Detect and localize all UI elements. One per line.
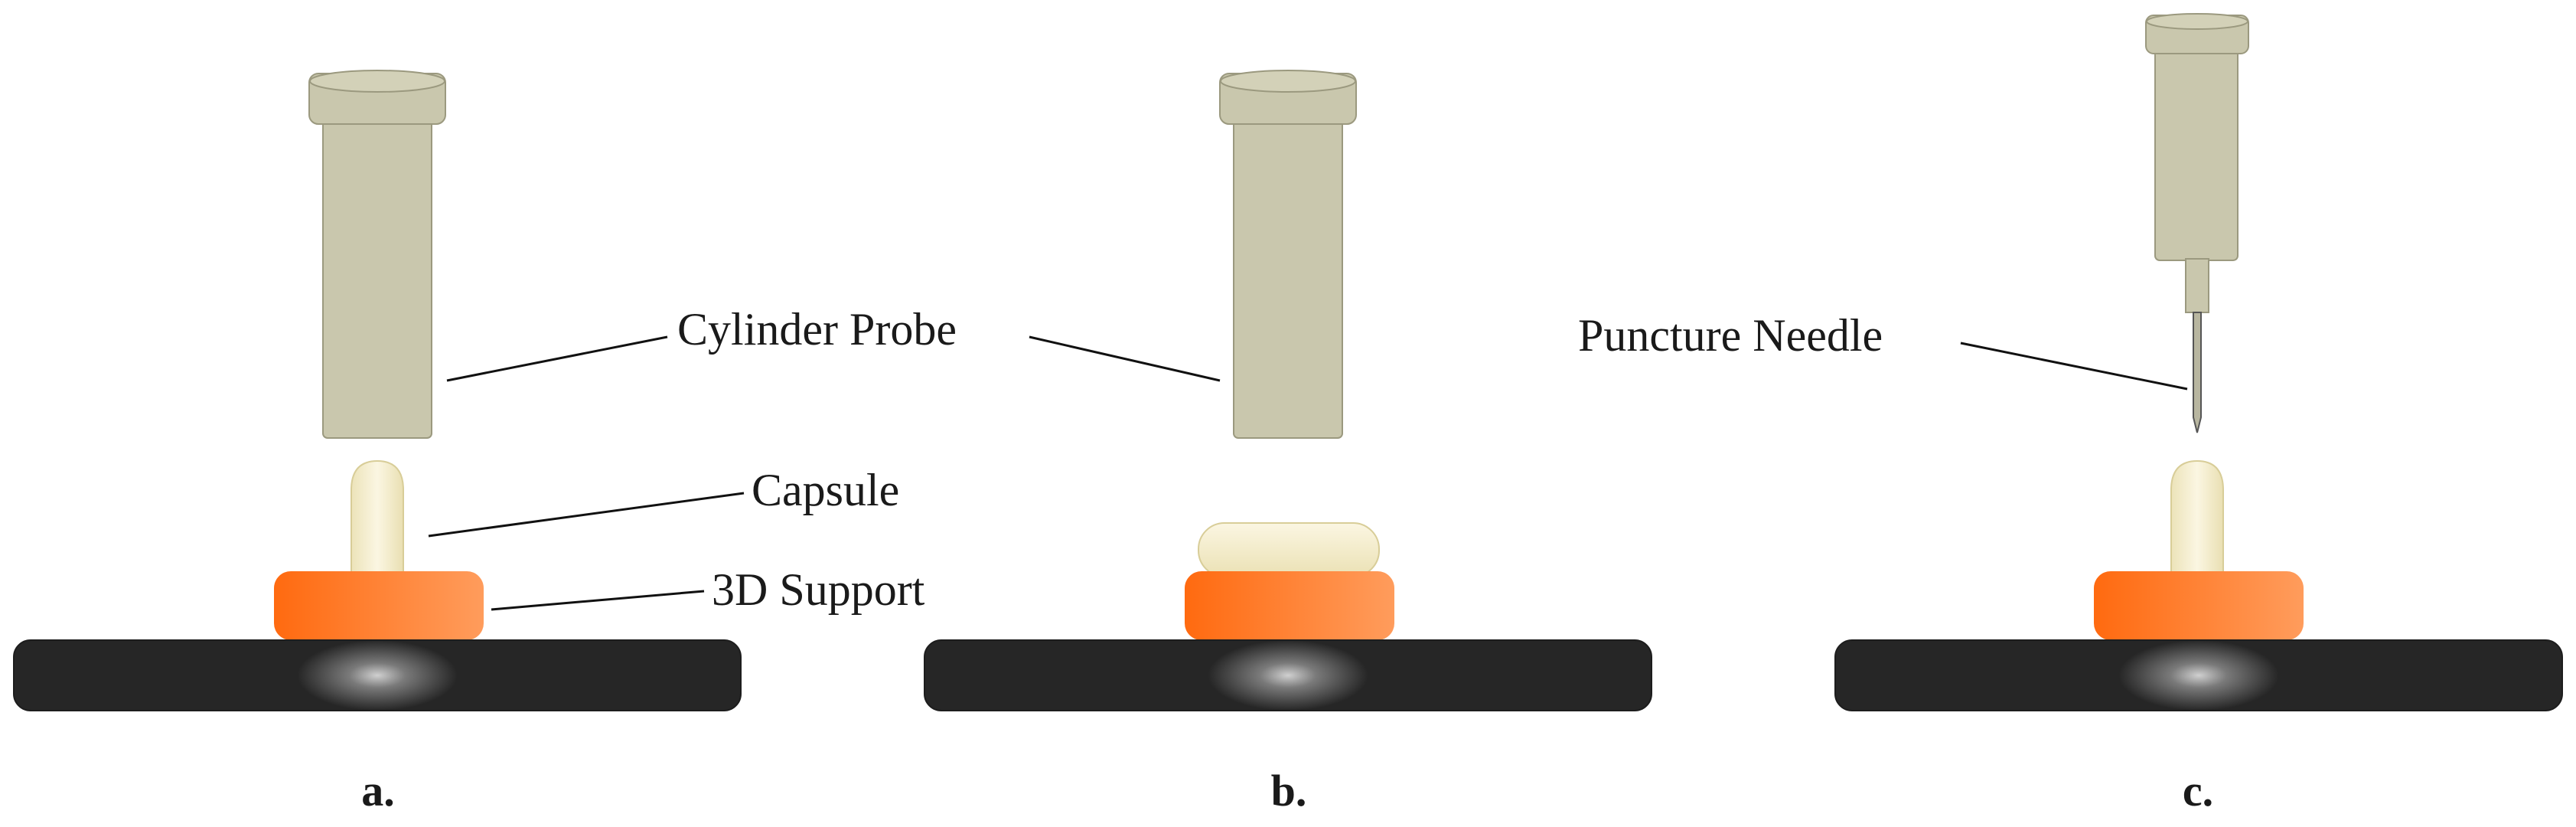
capsule-a bbox=[351, 459, 404, 579]
panel-c: Puncture Needle c. bbox=[1578, 13, 2563, 816]
capsule-b-flattened bbox=[1198, 522, 1380, 577]
puncture-needle-probe bbox=[2145, 13, 2249, 433]
platform-c bbox=[1834, 639, 2563, 711]
capsule-leader bbox=[428, 492, 745, 538]
capsule-c bbox=[2170, 459, 2224, 579]
needle-leader bbox=[1960, 342, 2188, 391]
platform-a bbox=[13, 639, 742, 711]
cylinder-probe-a bbox=[308, 70, 446, 439]
panel-label-a: a. bbox=[361, 766, 395, 816]
platform-b bbox=[924, 639, 1652, 711]
panel-b: b. bbox=[924, 70, 1652, 816]
panel-a: Capsule 3D Support a. bbox=[13, 70, 925, 816]
puncture-needle-label: Puncture Needle bbox=[1578, 310, 1883, 361]
panel-label-c: c. bbox=[2183, 766, 2213, 816]
cylinder-probe-b bbox=[1219, 70, 1357, 439]
support-b bbox=[1185, 571, 1394, 640]
probe-leader-a bbox=[446, 335, 668, 382]
cylinder-probe-label: Cylinder Probe bbox=[677, 304, 957, 355]
support-leader bbox=[491, 590, 705, 611]
panel-label-b: b. bbox=[1271, 766, 1307, 816]
support-a bbox=[274, 571, 484, 640]
support-c bbox=[2094, 571, 2304, 640]
capsule-label: Capsule bbox=[752, 465, 899, 515]
probe-leader-b bbox=[1029, 335, 1221, 382]
support-3d-label: 3D Support bbox=[712, 564, 925, 615]
